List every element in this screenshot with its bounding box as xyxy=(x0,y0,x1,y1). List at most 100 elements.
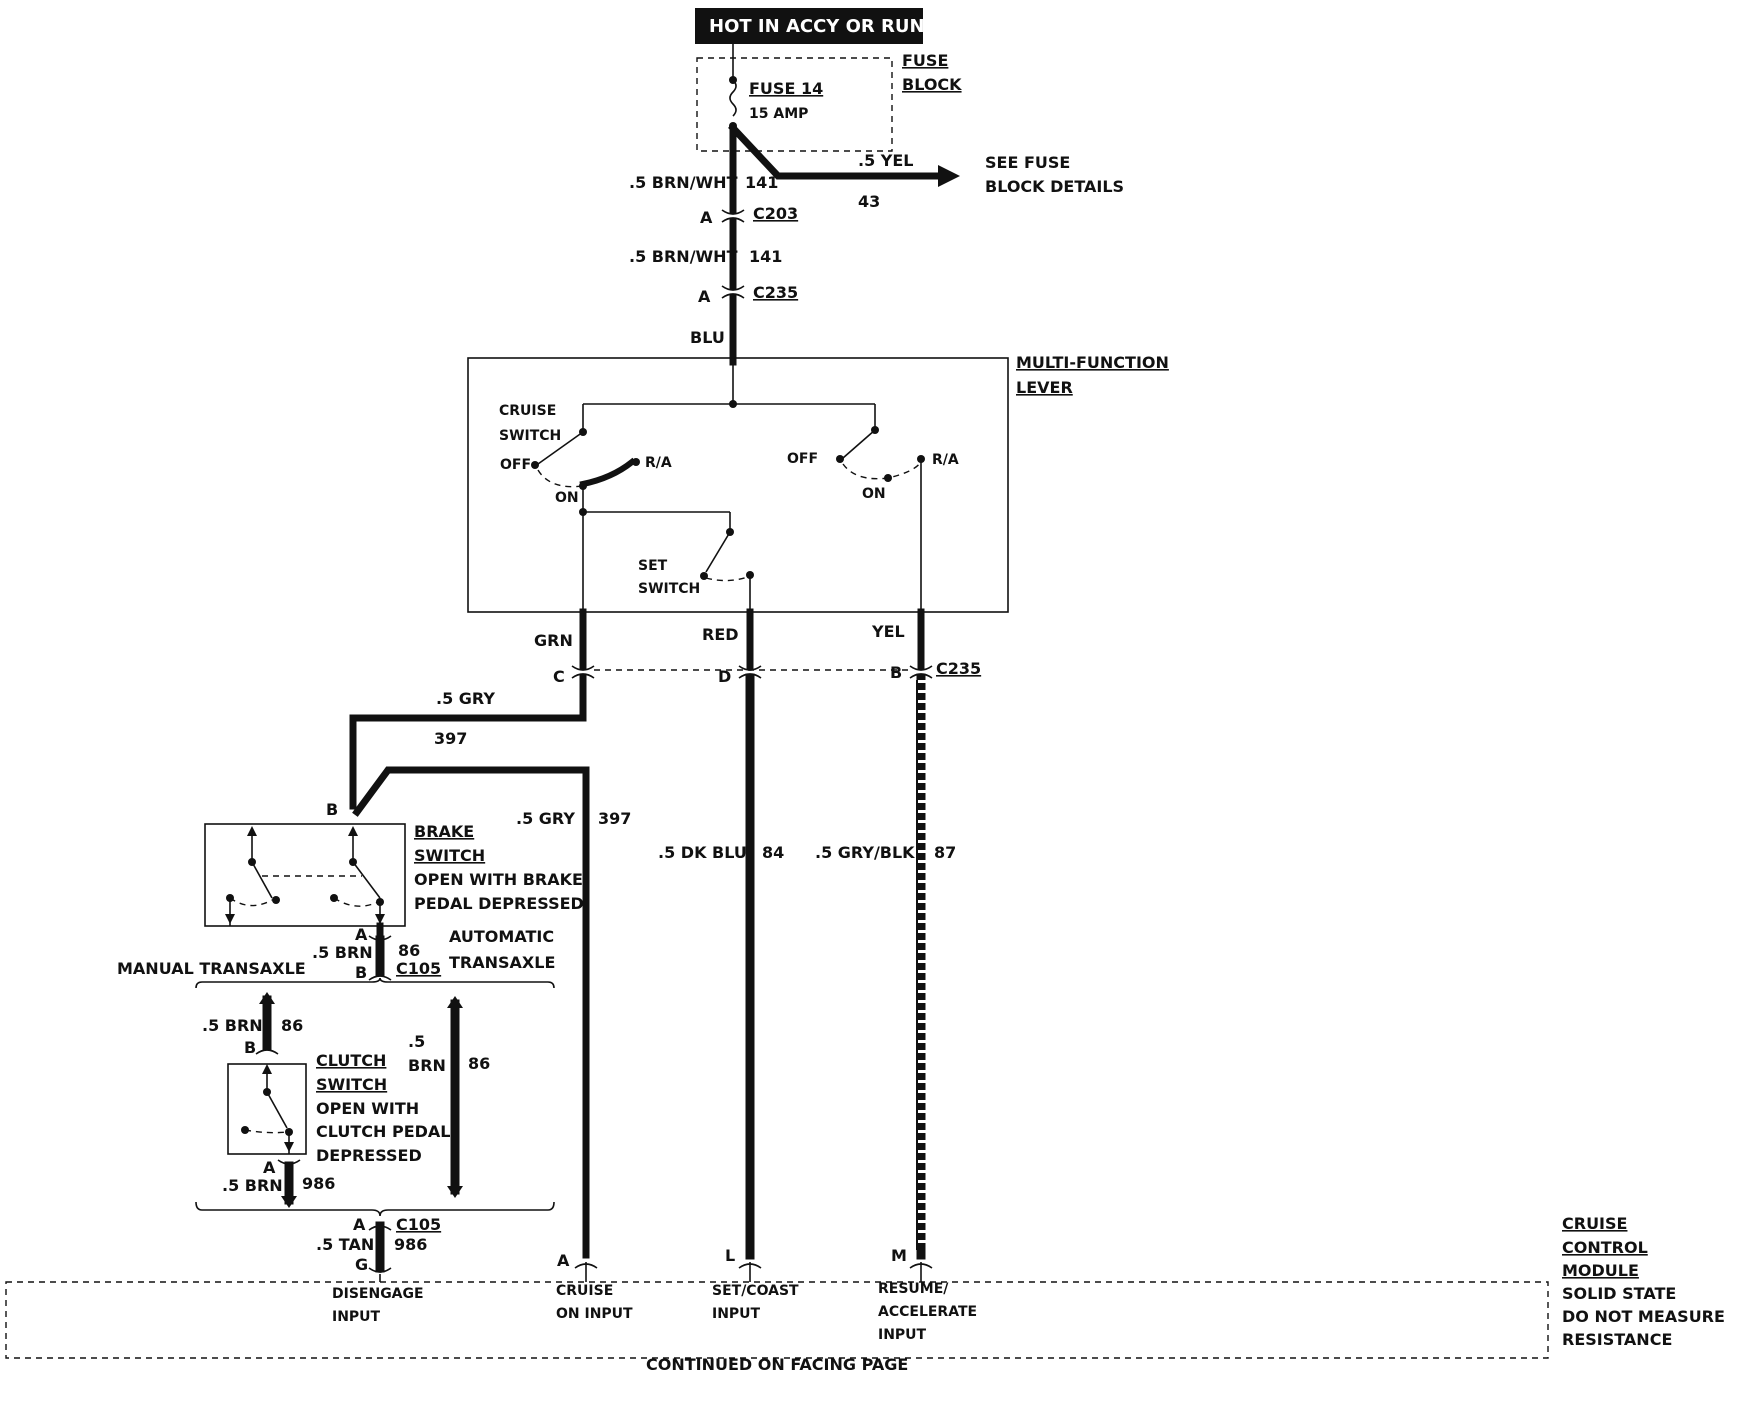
clutch-line2: SWITCH xyxy=(316,1075,387,1094)
feed-wire1: .5 BRN/WHT xyxy=(629,173,738,192)
arrow-down-icon-2 xyxy=(375,914,385,924)
on-left: ON xyxy=(555,490,579,506)
brake-line4: PEDAL DEPRESSED xyxy=(414,894,584,913)
fuse-rating: 15 AMP xyxy=(749,106,808,122)
feed-circuit2: 141 xyxy=(749,247,782,266)
lever-output-wires: GRN RED YEL C D B C235 xyxy=(534,608,981,686)
resume-label-2: ACCELERATE xyxy=(878,1304,977,1320)
c235-pin-b: B xyxy=(890,663,902,682)
fuse-block-title-2: BLOCK xyxy=(902,75,962,94)
multi-function-lever: MULTI-FUNCTION LEVER CRUISE SWITCH OFF R… xyxy=(467,353,1169,613)
arrow-down-icon-5 xyxy=(447,1186,463,1198)
clutch-line4: CLUTCH PEDAL xyxy=(316,1122,451,1141)
c105-lower-wire: .5 TAN xyxy=(316,1235,374,1254)
hot-banner-text: HOT IN ACCY OR RUN xyxy=(709,16,925,37)
clutch-lower-pin-a: A xyxy=(263,1158,276,1177)
module-title-4: SOLID STATE xyxy=(1562,1284,1676,1303)
wire-yel: YEL xyxy=(871,622,905,641)
c105-upper: A B .5 BRN 86 C105 xyxy=(312,922,441,982)
module-title-2: CONTROL xyxy=(1562,1238,1648,1257)
feed-wire2: .5 BRN/WHT xyxy=(629,247,738,266)
cruise-on-label-2: ON INPUT xyxy=(556,1306,633,1322)
transaxle-bracket-bottom xyxy=(195,1201,555,1217)
module-pin-m: M xyxy=(891,1246,907,1265)
arrow-up-icon-5 xyxy=(447,996,463,1008)
c203-name: C203 xyxy=(753,204,798,223)
clutch-line5: DEPRESSED xyxy=(316,1146,422,1165)
set-coast-label-2: INPUT xyxy=(712,1306,761,1322)
disengage-label-2: INPUT xyxy=(332,1309,381,1325)
transaxle-bracket-top xyxy=(195,977,555,989)
clutch-upper-icon xyxy=(255,1049,279,1055)
gry-wire-label: .5 GRY xyxy=(436,689,495,708)
fuse-output-wire-label: .5 YEL xyxy=(858,151,914,170)
automatic-label-1: AUTOMATIC xyxy=(449,927,554,946)
cruise-switch-label-2: SWITCH xyxy=(499,428,561,444)
disengage-label-1: DISENGAGE xyxy=(332,1286,424,1302)
manual-clutch-path: .5 BRN 86 B CLUTCH SWITCH OPEN WITH CLUT… xyxy=(202,992,451,1208)
module-pin-a: A xyxy=(557,1251,570,1270)
wire-grn: GRN xyxy=(534,631,573,650)
module-title-5: DO NOT MEASURE xyxy=(1562,1307,1725,1326)
cruise-on-label-1: CRUISE xyxy=(556,1283,613,1299)
c235-pin-d: D xyxy=(718,667,731,686)
resume-label-3: INPUT xyxy=(878,1327,927,1343)
brake-line1: BRAKE xyxy=(414,822,474,841)
auto-wire-size: .5 xyxy=(408,1032,425,1051)
automatic-path: .5 BRN 86 xyxy=(408,996,490,1198)
fuse-block: FUSE 14 15 AMP FUSE BLOCK xyxy=(696,44,962,152)
fuse-note-1: SEE FUSE xyxy=(985,153,1070,172)
arrow-up-icon-4 xyxy=(262,1064,272,1074)
fuse-output-wire: .5 YEL 43 SEE FUSE BLOCK DETAILS xyxy=(728,123,1124,211)
arrow-down-icon-4 xyxy=(281,1196,297,1208)
resume-label-1: RESUME/ xyxy=(878,1281,949,1297)
c105-lower-pin-g: G xyxy=(355,1255,368,1274)
clutch-upper-pin-b: B xyxy=(244,1038,256,1057)
lever-title-2: LEVER xyxy=(1016,378,1073,397)
feed-circuit1: 141 xyxy=(745,173,778,192)
c105-upper-pin-b: B xyxy=(355,963,367,982)
c105-lower: A C105 .5 TAN 986 G xyxy=(316,1215,441,1274)
brake-pin-b: B xyxy=(326,800,338,819)
c235-pin-c-icon xyxy=(571,665,595,679)
gry-397-wire: .5 GRY 397 xyxy=(349,674,587,810)
arrow-up-icon xyxy=(247,826,257,836)
gry-wire2-label: .5 GRY xyxy=(516,809,575,828)
brake-line3: OPEN WITH BRAKE xyxy=(414,870,583,889)
clutch-lower-circuit: 986 xyxy=(302,1174,335,1193)
set-switch-label-1: SET xyxy=(638,558,668,574)
c235-name-top: C235 xyxy=(753,283,798,302)
c105-lower-circuit: 986 xyxy=(394,1235,427,1254)
hot-banner: HOT IN ACCY OR RUN xyxy=(695,8,925,44)
arrow-right-icon xyxy=(938,165,960,187)
c105-upper-circuit: 86 xyxy=(398,941,420,960)
c105-lower-pin-a: A xyxy=(353,1215,366,1234)
automatic-label-2: TRANSAXLE xyxy=(449,953,555,972)
fuse-output-circuit: 43 xyxy=(858,192,880,211)
off-right: OFF xyxy=(787,451,818,467)
c235-pin-a: A xyxy=(698,287,711,306)
clutch-upper-wire: .5 BRN xyxy=(202,1016,263,1035)
dk-blu-wire-label: .5 DK BLU xyxy=(658,843,747,862)
dk-blu-84-wire: .5 DK BLU 84 xyxy=(658,673,784,1260)
c105-lower-name: C105 xyxy=(396,1215,441,1234)
c105-lower-bottom-icon xyxy=(368,1267,392,1273)
arrow-down-icon xyxy=(225,914,235,924)
c105-upper-bottom-icon xyxy=(368,975,392,981)
c235-connector-icon xyxy=(721,285,745,299)
module-pin-l: L xyxy=(725,1246,735,1265)
c105-upper-name: C105 xyxy=(396,959,441,978)
gry-circuit2: 397 xyxy=(598,809,631,828)
brake-line2: SWITCH xyxy=(414,846,485,865)
cruise-control-module: A L M DISENGAGE INPUT CRUISE ON INPUT SE… xyxy=(5,1214,1725,1359)
set-switch-label-2: SWITCH xyxy=(638,581,700,597)
fuse-note-2: BLOCK DETAILS xyxy=(985,177,1124,196)
on-right: ON xyxy=(862,486,886,502)
fuse-name: FUSE 14 xyxy=(749,79,823,98)
ra-right: R/A xyxy=(932,452,959,468)
module-title-1: CRUISE xyxy=(1562,1214,1627,1233)
feed-wire3: BLU xyxy=(690,328,725,347)
cruise-switch-label-1: CRUISE xyxy=(499,403,556,419)
clutch-line1: CLUTCH xyxy=(316,1051,386,1070)
